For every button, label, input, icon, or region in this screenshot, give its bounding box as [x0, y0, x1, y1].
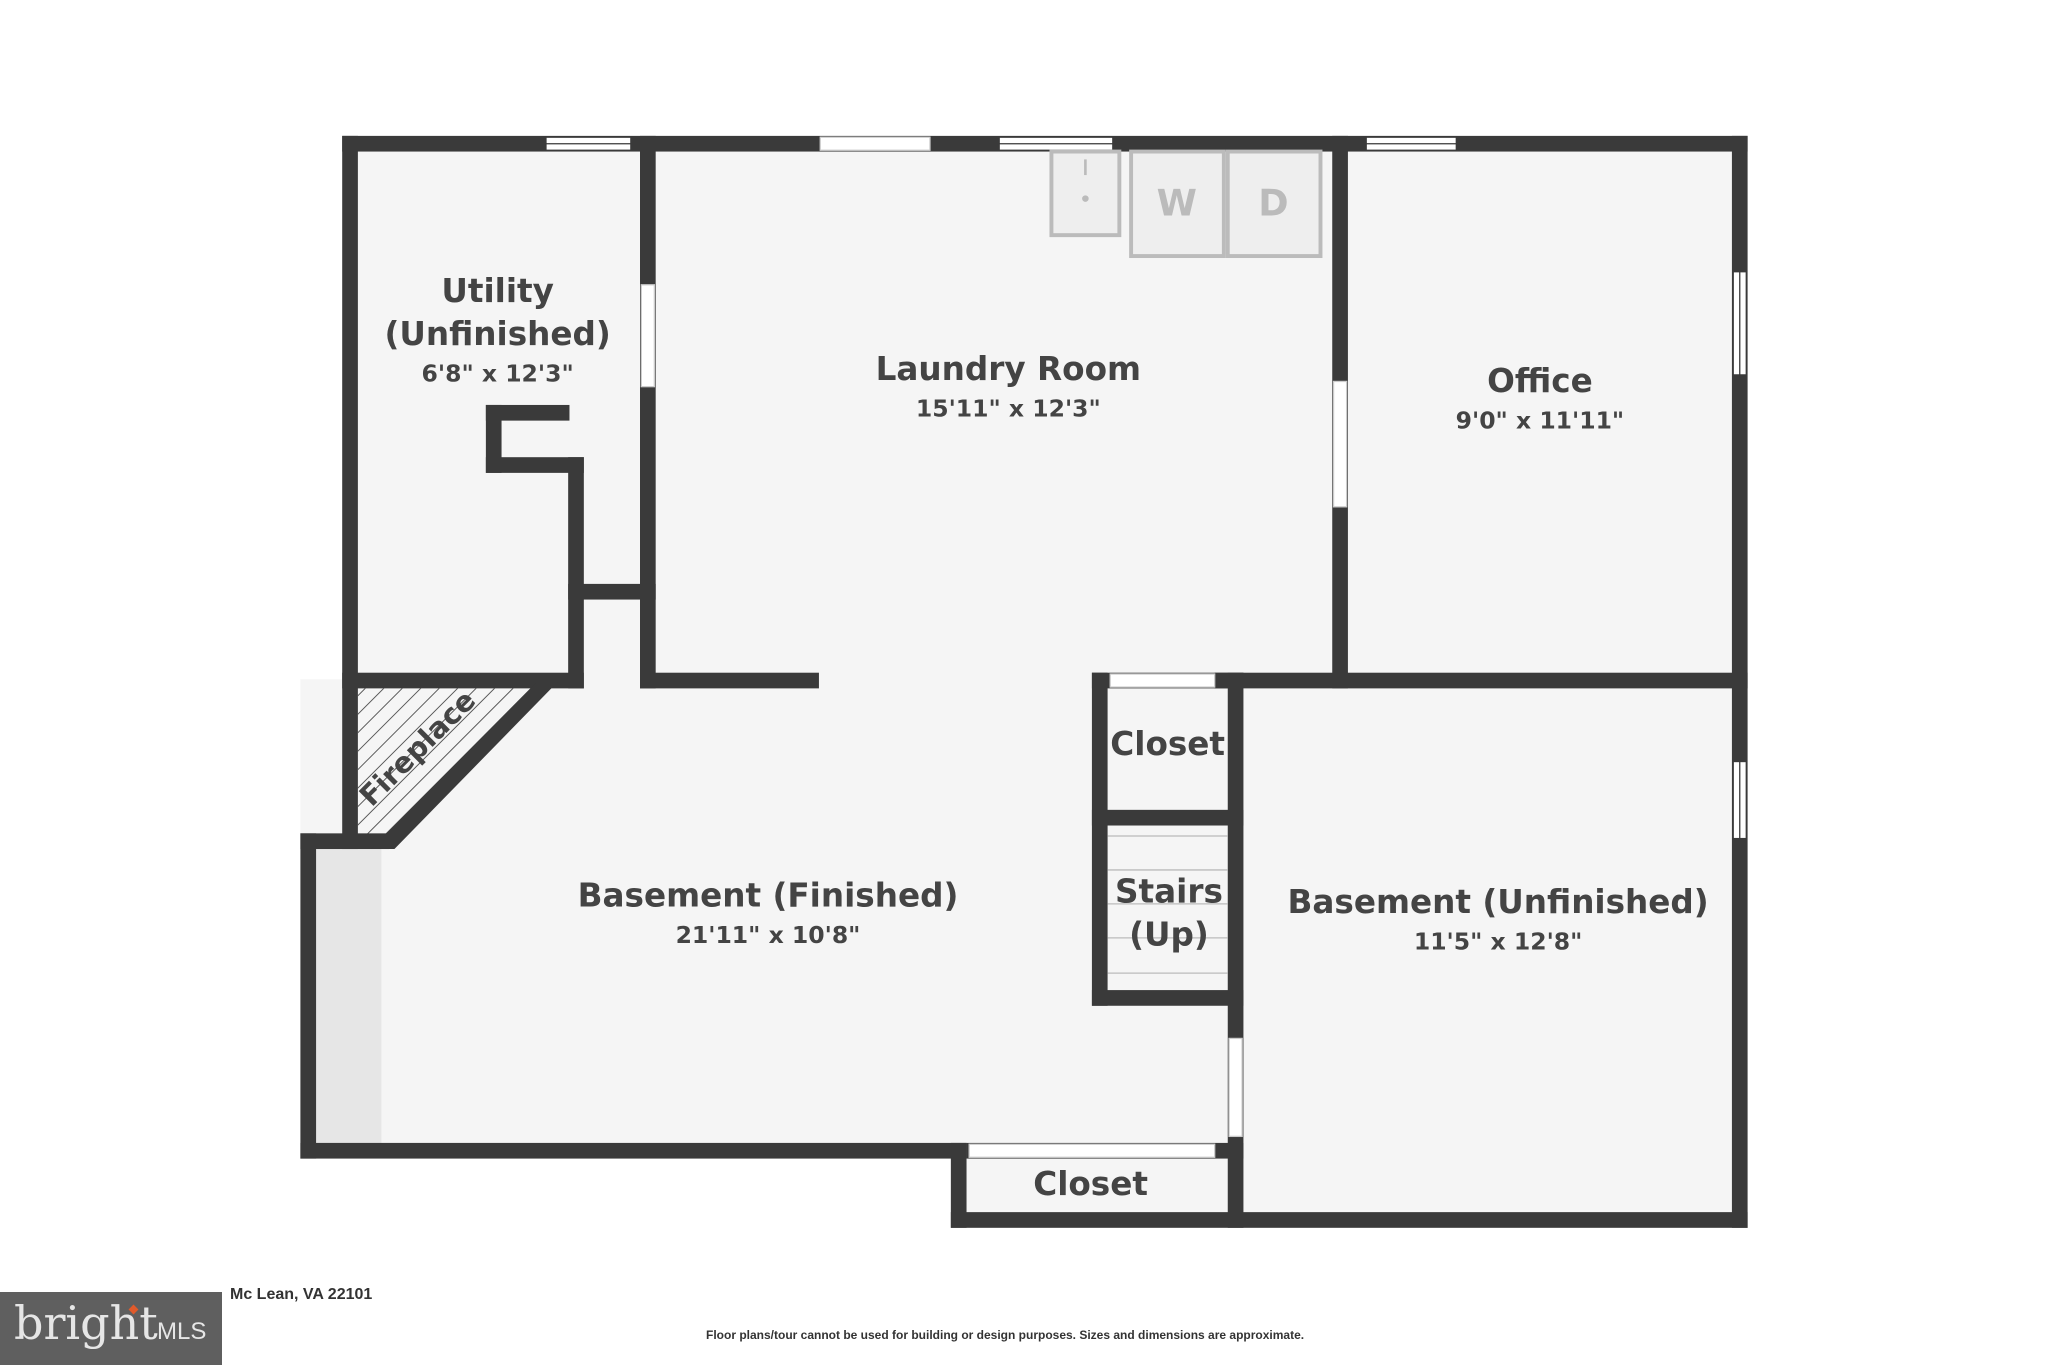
utility-label-2: (Unfinished) [384, 315, 610, 353]
disclaimer: Floor plans/tour cannot be used for buil… [706, 1328, 1305, 1342]
sink [1049, 149, 1122, 238]
stairs-label: Stairs [1115, 873, 1223, 911]
dryer: D [1225, 149, 1323, 259]
office-dims: 9'0" x 11'11" [1456, 406, 1625, 434]
basement-unfinished-label: Basement (Unfinished) [1288, 883, 1709, 921]
floor-area [300, 135, 1748, 1228]
laundry-dims: 15'11" x 12'3" [916, 395, 1101, 423]
laundry-label: Laundry Room [876, 350, 1141, 388]
utility-label: Utility [441, 272, 554, 310]
bright-mls-logo: bright MLS [0, 1292, 222, 1365]
room-labels: Utility (Unfinished) 6'8" x 12'3" Laundr… [353, 272, 1709, 1203]
dryer-label: D [1258, 182, 1288, 225]
openings [640, 136, 1348, 1158]
washer: W [1129, 149, 1226, 259]
basement-finished-label: Basement (Finished) [578, 877, 959, 915]
utility-dims: 6'8" x 12'3" [422, 359, 574, 387]
washer-label: W [1157, 182, 1197, 225]
office-label: Office [1487, 362, 1593, 400]
closet-upper-label: Closet [1110, 725, 1225, 763]
basement-finished-dims: 21'11" x 10'8" [676, 921, 861, 949]
logo-suffix: MLS [157, 1318, 207, 1345]
windows [545, 136, 1747, 840]
stairs-label-2: (Up) [1129, 916, 1209, 954]
basement-unfinished-dims: 11'5" x 12'8" [1414, 928, 1583, 956]
stair-treads [1107, 835, 1228, 974]
logo-text: bright [14, 1296, 158, 1350]
closet-lower-label: Closet [1033, 1165, 1148, 1203]
address: Mc Lean, VA 22101 [230, 1286, 373, 1303]
